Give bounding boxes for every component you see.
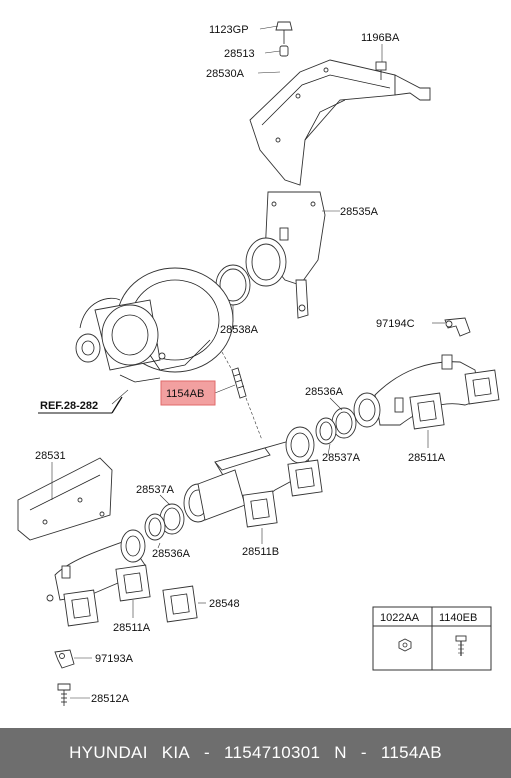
label-97193A: 97193A: [95, 653, 134, 665]
label-28511A-top: 28511A: [408, 452, 446, 464]
label-1196BA: 1196BA: [361, 32, 400, 44]
flange-gasket-part: [162, 585, 198, 623]
label-28537A-bot: 28537A: [136, 484, 175, 496]
label-ref: REF.28-282: [40, 400, 98, 412]
footer-sep-1: -: [204, 743, 210, 762]
label-97194C: 97194C: [376, 318, 415, 330]
stud-part: [221, 351, 263, 441]
ref-arrow: [38, 396, 123, 414]
exhaust-manifold-center-part: [183, 426, 323, 528]
footer-brand: HYUNDAI: [69, 743, 148, 762]
exhaust-manifold-lower-part: [46, 529, 151, 627]
hardware-table: 1022AA 1140EB: [372, 606, 492, 671]
lower-clip-part: [54, 649, 75, 669]
lower-bolt-part: [57, 683, 71, 706]
label-28513: 28513: [224, 48, 255, 60]
label-28538A: 28538A: [220, 324, 259, 336]
label-28511A-bot: 28511A: [113, 622, 151, 634]
exhaust-manifold-upper-part: [353, 354, 500, 430]
footer-part-number: 1154710301: [224, 743, 321, 762]
footer-n: N: [334, 743, 347, 762]
left-heat-shield-part: [17, 457, 113, 541]
heat-shield-part: [249, 59, 396, 186]
table-header-1022AA: 1022AA: [380, 612, 420, 624]
label-28536A-bot: 28536A: [152, 548, 191, 560]
label-28535A: 28535A: [340, 206, 379, 218]
table-header-1140EB: 1140EB: [439, 612, 477, 624]
label-28530A: 28530A: [206, 68, 245, 80]
label-28536A-top: 28536A: [305, 386, 344, 398]
bracket-part: [375, 61, 431, 101]
outlet-elbow-part: [245, 191, 326, 319]
seal-rings-lower-part: [144, 503, 185, 541]
label-28537A-top: 28537A: [322, 452, 361, 464]
seal-rings-upper-part: [315, 407, 357, 445]
leader-lines: [51, 25, 445, 699]
clip-bracket-part: [444, 317, 471, 337]
exploded-parts-diagram: 1123GP 28513 28530A 1196BA 28535A 28538A…: [17, 21, 500, 706]
label-28548: 28548: [209, 598, 240, 610]
label-1123GP: 1123GP: [209, 24, 249, 36]
turbocharger-part: [75, 267, 234, 383]
footer-code: 1154AB: [380, 743, 442, 762]
label-28511B: 28511B: [242, 546, 279, 558]
label-28512A: 28512A: [91, 693, 130, 705]
label-28531: 28531: [35, 450, 66, 462]
highlight-box: [160, 380, 216, 406]
bolt-icon: [455, 635, 467, 656]
nut-icon: [398, 638, 412, 652]
footer-maker: KIA: [161, 743, 191, 762]
footer-bar: HYUNDAI KIA - 1154710301 N - 1154AB: [0, 728, 511, 778]
label-1154AB: 1154AB: [166, 388, 204, 400]
bolt-part: [275, 21, 293, 57]
footer-sep-2: -: [360, 743, 367, 762]
